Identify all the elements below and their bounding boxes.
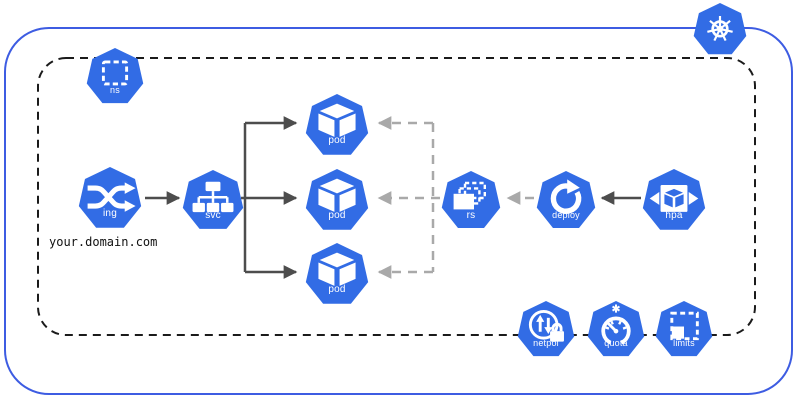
heptagon-bg (536, 171, 596, 228)
pod-icon-2: pod (305, 169, 369, 233)
ing-label: ing (103, 208, 117, 220)
hpa-label: hpa (665, 210, 683, 222)
rs-label: rs (466, 209, 476, 221)
pod-icon-1: pod (305, 94, 369, 158)
heptagon-bg (86, 48, 144, 104)
pod-label: pod (328, 135, 346, 147)
namespace-boundary (37, 57, 756, 336)
quota-glyph-icon (601, 304, 631, 345)
pod-cube-icon (318, 103, 356, 137)
domain-label: your.domain.com (49, 235, 158, 249)
limits-label: limits (673, 338, 695, 349)
service-glyph-icon (192, 181, 234, 213)
replicaset-icon: rs (441, 171, 501, 231)
cluster-border (4, 27, 793, 395)
pod-cube-icon (318, 178, 356, 212)
namespace-icon: ns (86, 48, 144, 106)
netpol-icon: netpol (517, 301, 575, 359)
ingress-glyph-icon (87, 182, 136, 212)
ns-label: ns (110, 85, 120, 96)
ingress-icon: ing (78, 167, 142, 231)
netpol-glyph-icon (528, 309, 564, 342)
rs-to-pods-arrows (377, 116, 440, 279)
deployment-glyph-icon (550, 179, 582, 214)
pod-cube-icon (318, 252, 356, 286)
svc-label: svc (205, 209, 221, 221)
hpa-glyph-icon (649, 185, 699, 212)
quota-icon: quota (587, 301, 645, 359)
kubernetes-logo-icon (693, 3, 747, 57)
pod-icon-3: pod (305, 243, 369, 307)
replicaset-glyph-icon (453, 181, 486, 210)
deploy-label: deploy (552, 209, 580, 220)
hpa-icon: hpa (642, 169, 706, 233)
namespace-glyph-icon (101, 60, 129, 86)
quota-label: quota (604, 338, 628, 349)
service-icon: svc (182, 170, 244, 232)
helm-wheel-icon (707, 15, 733, 42)
svc-to-pods-arrows (241, 116, 298, 279)
limits-icon: limits (655, 301, 713, 359)
deployment-icon: deploy (536, 171, 596, 231)
pod-label: pod (328, 210, 346, 222)
netpol-label: netpol (533, 338, 559, 349)
pod-label: pod (328, 284, 346, 296)
limits-glyph-icon (670, 311, 699, 341)
